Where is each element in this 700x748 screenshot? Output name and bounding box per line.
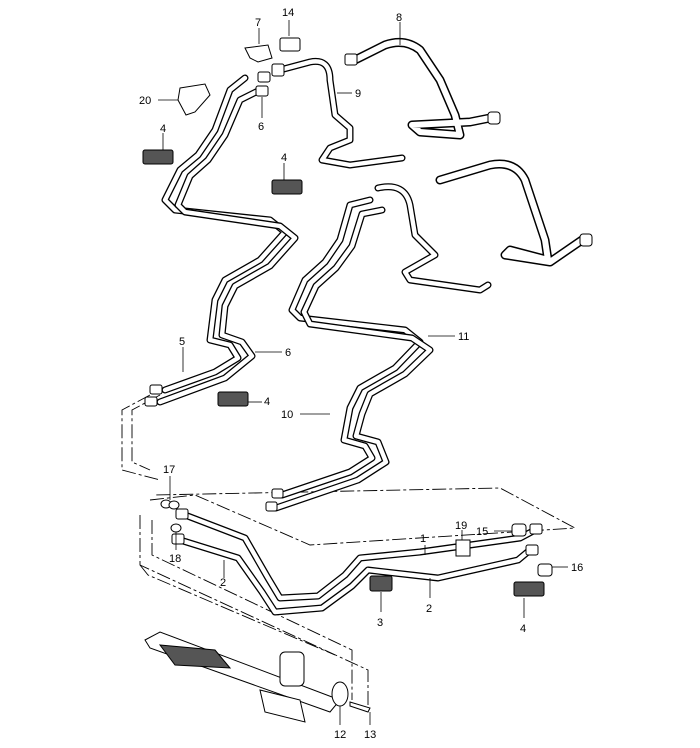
callout-4-mid: 4 <box>281 152 287 164</box>
callout-18: 18 <box>169 553 181 565</box>
callout-2-right: 2 <box>426 603 432 615</box>
line-11-fitting <box>265 501 278 512</box>
assembly-boundary-lines <box>121 394 577 705</box>
callout-15: 15 <box>476 526 488 538</box>
clamp-4-top[interactable] <box>142 133 174 165</box>
callout-labels: 1 2 2 3 4 4 4 4 5 6 6 7 8 9 10 11 12 13 … <box>139 7 583 741</box>
callout-2-left: 2 <box>220 577 226 589</box>
clamp-4-lower[interactable] <box>217 391 262 407</box>
seal-12[interactable] <box>331 681 349 707</box>
callout-5: 5 <box>179 336 185 348</box>
callout-13: 13 <box>364 729 376 741</box>
line-9-fitting <box>271 63 285 77</box>
line-1-2[interactable] <box>171 508 543 616</box>
hose-8-fitting <box>344 53 358 66</box>
line-6-upper-fitting <box>257 71 271 83</box>
callout-17: 17 <box>163 464 175 476</box>
line-6[interactable] <box>144 71 299 407</box>
callout-6-mid: 6 <box>285 347 291 359</box>
callout-10: 10 <box>281 409 293 421</box>
sleeve-16[interactable] <box>537 563 568 577</box>
callout-16: 16 <box>571 562 583 574</box>
seal-18[interactable] <box>170 523 182 550</box>
hose-8[interactable] <box>344 22 501 140</box>
hose-upper-end-fitting <box>579 233 593 247</box>
hose-8-end-fitting <box>487 111 501 125</box>
sleeve-15[interactable] <box>494 523 527 537</box>
callout-4-lower: 4 <box>264 396 270 408</box>
clip-14[interactable] <box>279 20 301 52</box>
line-9[interactable] <box>271 57 406 169</box>
line-2-fitting <box>171 533 185 545</box>
line-1-fitting <box>175 508 189 520</box>
callout-11: 11 <box>458 331 469 343</box>
plate-20[interactable] <box>158 83 211 116</box>
steering-rack[interactable] <box>144 631 371 725</box>
callout-4-top: 4 <box>160 123 166 135</box>
screw-13[interactable] <box>349 701 371 713</box>
seal-17[interactable] <box>160 476 180 510</box>
callout-8: 8 <box>396 12 402 24</box>
bracket-7[interactable] <box>244 28 273 63</box>
callout-20: 20 <box>139 95 151 107</box>
callout-3: 3 <box>377 617 383 629</box>
callout-1: 1 <box>420 533 426 545</box>
callout-4-right: 4 <box>520 623 526 635</box>
clamp-3[interactable] <box>369 575 393 612</box>
callout-12: 12 <box>334 729 346 741</box>
callout-7: 7 <box>255 17 261 29</box>
line-2-end-fitting <box>525 544 539 556</box>
clip-19[interactable] <box>455 530 471 557</box>
line-6-second-fitting <box>255 85 269 97</box>
line-6-lower-fitting <box>144 396 158 407</box>
line-10-11[interactable] <box>265 159 593 512</box>
clamp-4-right[interactable] <box>513 581 545 618</box>
line-10-fitting <box>271 488 284 499</box>
line-5-fitting <box>149 384 163 395</box>
line-1-end-fitting <box>529 523 543 535</box>
clamp-4-mid[interactable] <box>271 163 303 195</box>
callout-19: 19 <box>455 520 467 532</box>
callout-6-top: 6 <box>258 121 264 133</box>
callout-9: 9 <box>355 88 361 100</box>
callout-14: 14 <box>282 7 294 19</box>
